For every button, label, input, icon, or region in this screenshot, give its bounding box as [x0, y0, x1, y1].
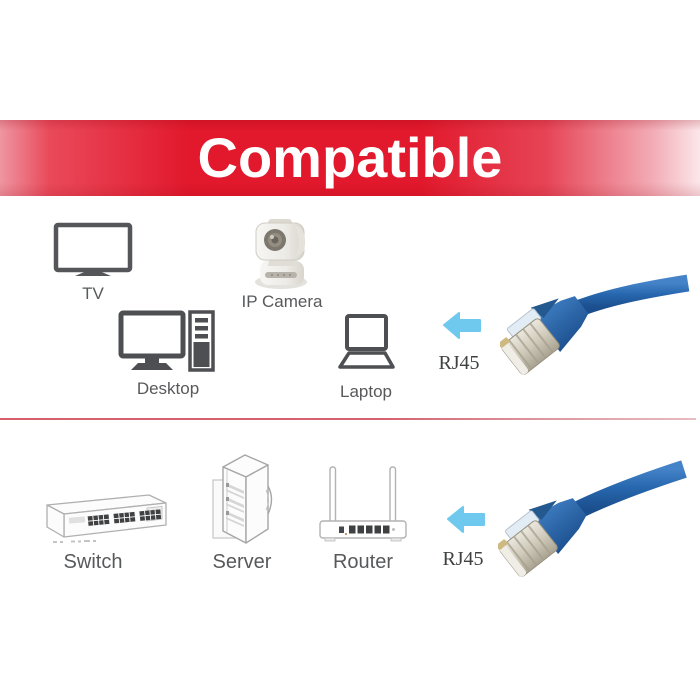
left-arrow-icon [443, 312, 481, 339]
desktop-icon [118, 310, 215, 372]
device-label-router: Router [332, 551, 394, 573]
left-arrow-row1 [443, 312, 481, 339]
divider-line [0, 418, 696, 420]
device-server [210, 450, 274, 550]
device-router [318, 464, 408, 544]
server-icon [212, 454, 273, 544]
device-label-tv: TV [82, 284, 104, 303]
tv-icon [53, 222, 133, 276]
banner-title: Compatible [197, 126, 503, 189]
device-label-desktop: Desktop [136, 379, 200, 398]
left-arrow-row2 [447, 506, 485, 533]
rj45-cable-icon [500, 274, 690, 375]
rj45-cable-icon [498, 460, 687, 577]
device-ip-camera [248, 218, 316, 290]
device-label-switch: Switch [63, 551, 123, 573]
device-switch [33, 492, 171, 552]
banner: Compatible [0, 120, 700, 196]
device-tv [53, 222, 133, 279]
laptop-icon [338, 314, 395, 369]
device-label-ip-camera: IP Camera [241, 292, 323, 311]
device-label-laptop: Laptop [340, 382, 392, 401]
device-label-server: Server [212, 551, 272, 573]
device-desktop [118, 310, 216, 374]
device-laptop [332, 313, 400, 373]
rj45-label-row1: RJ45 [438, 352, 480, 374]
rj45-cable-row2 [498, 460, 698, 585]
switch-icon [46, 494, 167, 543]
router-icon [319, 466, 407, 542]
rj45-label-row2: RJ45 [442, 548, 484, 570]
ip-camera-icon [255, 219, 307, 289]
left-arrow-icon [447, 506, 485, 533]
rj45-cable-row1 [500, 266, 700, 386]
